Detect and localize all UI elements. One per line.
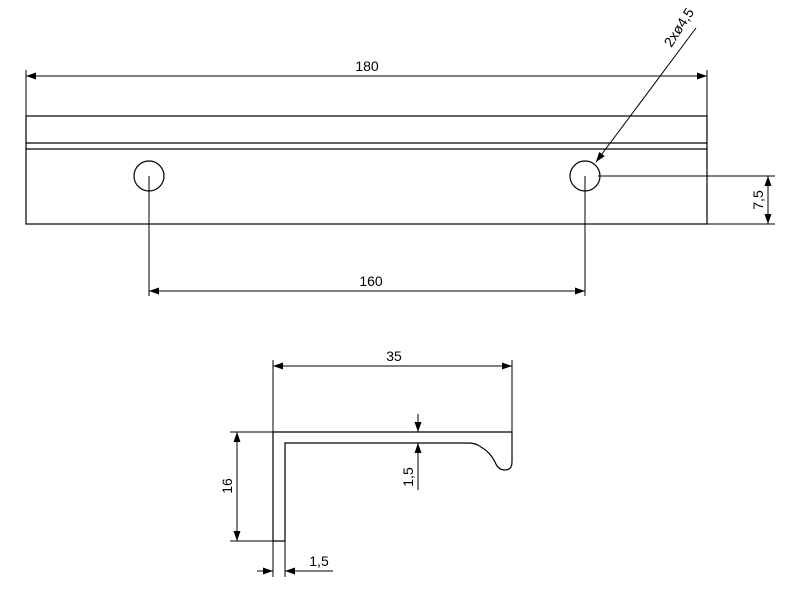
handle-body-outline xyxy=(25,115,708,225)
hole-callout-leader xyxy=(595,27,697,163)
profile-section-outline xyxy=(272,431,513,542)
profile-view: 35 16 1,5 1,5 xyxy=(219,348,513,577)
dimension-label-160: 160 xyxy=(359,273,383,289)
dimension-label-flange-thickness: 1,5 xyxy=(400,467,416,487)
dimension-label-16: 16 xyxy=(219,478,235,494)
dimension-label-180: 180 xyxy=(355,58,379,74)
top-view: 180 160 2xø4,5 7,5 xyxy=(25,5,775,296)
dimension-label-7-5: 7,5 xyxy=(750,190,766,210)
dimension-label-35: 35 xyxy=(386,348,402,364)
dimension-label-leg-thickness: 1,5 xyxy=(309,553,329,569)
hole-callout-label: 2xø4,5 xyxy=(660,5,697,50)
